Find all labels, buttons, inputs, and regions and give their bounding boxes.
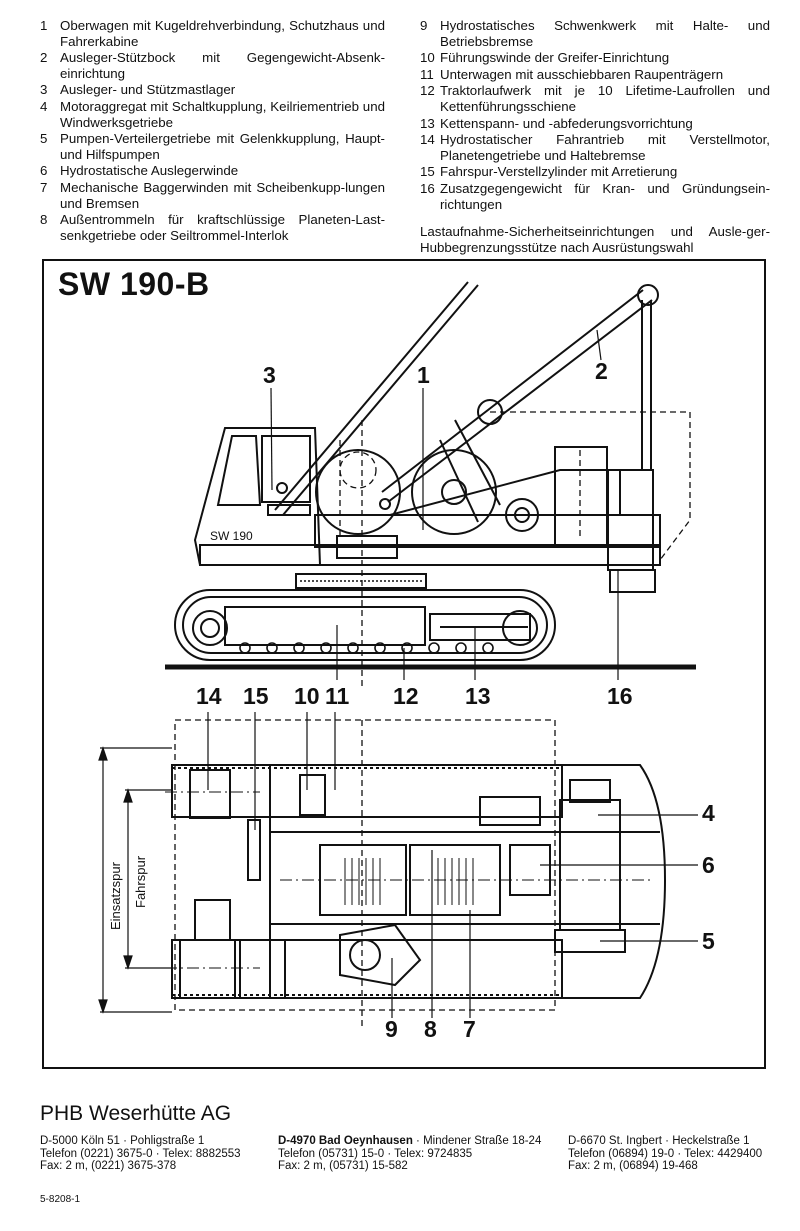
legend-item: 13 Kettenspann- und -abfederungsvorrichtu… xyxy=(420,116,770,132)
legend-item: 11 Unterwagen mit ausschiebbaren Raupentr… xyxy=(420,67,770,83)
legend-number: 9 xyxy=(420,18,428,33)
model-title: SW 190-B xyxy=(58,266,210,302)
boom xyxy=(274,281,659,523)
legend-item: 6 Hydrostatische Auslegerwinde xyxy=(40,163,385,179)
legend-text: Hydrostatische Auslegerwinde xyxy=(60,163,239,179)
label-12: 12 xyxy=(393,683,419,709)
legend-item: 15 Fahrspur-Verstellzylinder mit Arretier… xyxy=(420,164,770,180)
legend-number: 16 xyxy=(420,180,435,196)
label-4: 4 xyxy=(702,800,715,826)
label-15: 15 xyxy=(243,683,269,709)
legend-text: Mechanische Baggerwinden mit Scheibenkup… xyxy=(60,179,385,211)
label-13: 13 xyxy=(465,683,491,709)
legend-text: Traktorlaufwerk mit je 10 Lifetime-Laufr… xyxy=(440,83,770,114)
legend-number: 7 xyxy=(40,179,48,195)
legend-text: Zusatzgegengewicht für Kran- und Gründun… xyxy=(440,180,770,212)
legend-text: Außentrommeln für kraftschlüssige Planet… xyxy=(60,212,385,243)
legend-number: 5 xyxy=(40,131,48,147)
legend-text: Ausleger-Stützbock mit Gegengewicht-Abse… xyxy=(60,50,385,81)
legend-text: Hydrostatisches Schwenkwerk mit Halte- u… xyxy=(440,18,770,49)
label-14: 14 xyxy=(196,683,222,709)
top-view-machine xyxy=(171,764,667,999)
legend-number: 2 xyxy=(40,50,48,66)
legend-item: 4 Motoraggregat mit Schaltkupplung, Keilr… xyxy=(40,99,385,130)
cab-label: SW 190 xyxy=(210,529,253,543)
legend-text: Motoraggregat mit Schaltkupplung, Keilri… xyxy=(60,98,385,130)
legend-item: 8 Außentrommeln für kraftschlüssige Plane… xyxy=(40,212,385,243)
dashed-positions xyxy=(339,411,691,690)
fahrspur-label: Fahrspur xyxy=(133,855,148,908)
crawler-track xyxy=(174,589,556,661)
address-bad-oeynhausen: D-4970 Bad Oeynhausen · Mindener Straße … xyxy=(278,1135,542,1173)
drawing-frame xyxy=(42,259,766,1069)
legend-number: 8 xyxy=(40,212,48,228)
legend-number: 15 xyxy=(420,164,435,180)
legend-item: 9 Hydrostatisches Schwenkwerk mit Halte- … xyxy=(420,18,770,49)
legend-text: Oberwagen mit Kugeldrehverbindung, Schut… xyxy=(60,18,385,49)
legend-item: 1 Oberwagen mit Kugeldrehverbindung, Schu… xyxy=(40,18,385,49)
legend-item: 2 Ausleger-Stützbock mit Gegengewicht-Abs… xyxy=(40,50,385,81)
label-2: 2 xyxy=(595,358,608,384)
legend-number: 3 xyxy=(40,82,48,98)
document-code: 5-8208-1 xyxy=(40,1194,81,1205)
legend-text: Führungswinde der Greifer-Einrichtung xyxy=(440,50,670,66)
legend-note: Lastaufnahme-Sicherheitseinrichtungen un… xyxy=(420,224,770,255)
label-10: 10 xyxy=(294,683,320,709)
legend-text: Kettenspann- und -abfederungsvorrichtung xyxy=(440,115,693,131)
legend-left: 1 Oberwagen mit Kugeldrehverbindung, Schu… xyxy=(40,18,385,244)
company-name: PHB Weserhütte AG xyxy=(40,1102,232,1125)
label-5: 5 xyxy=(702,928,715,954)
legend-number: 12 xyxy=(420,83,435,99)
legend-number: 10 xyxy=(420,50,435,66)
legend-item: 10 Führungswinde der Greifer-Einrichtung xyxy=(420,50,770,66)
legend-item: 3 Ausleger- und Stützmastlager xyxy=(40,82,385,98)
legend-text: Pumpen-Verteilergetriebe mit Gelenkkuppl… xyxy=(60,131,385,162)
top-view-dashed xyxy=(174,719,556,1030)
track-rollers xyxy=(239,642,494,654)
legend-number: 14 xyxy=(420,132,435,148)
label-3: 3 xyxy=(263,362,276,388)
legend-right: 9 Hydrostatisches Schwenkwerk mit Halte- … xyxy=(420,18,770,255)
legend-item: 5 Pumpen-Verteilergetriebe mit Gelenkkupp… xyxy=(40,131,385,162)
legend-number: 1 xyxy=(40,18,48,33)
label-7: 7 xyxy=(463,1016,476,1042)
label-9: 9 xyxy=(385,1016,398,1042)
label-8: 8 xyxy=(424,1016,437,1042)
legend-item: 7 Mechanische Baggerwinden mit Scheibenku… xyxy=(40,180,385,211)
legend-number: 13 xyxy=(420,115,435,131)
legend-item: 12 Traktorlaufwerk mit je 10 Lifetime-Lau… xyxy=(420,83,770,114)
legend-text: Unterwagen mit ausschiebbaren Raupenträg… xyxy=(440,66,724,82)
legend-text: Ausleger- und Stützmastlager xyxy=(60,82,236,98)
legend-number: 4 xyxy=(40,98,48,114)
label-16: 16 xyxy=(607,683,633,709)
legend-item: 16 Zusatzgegengewicht für Kran- und Gründ… xyxy=(420,181,770,212)
legend-text: Hydrostatischer Fahrantrieb mit Verstell… xyxy=(440,132,770,163)
label-6: 6 xyxy=(702,852,715,878)
label-11: 11 xyxy=(325,683,350,709)
label-1: 1 xyxy=(417,362,430,388)
legend-number: 6 xyxy=(40,163,48,179)
legend-number: 11 xyxy=(420,66,434,82)
einsatzspur-label: Einsatzspur xyxy=(108,862,123,930)
legend-text: Fahrspur-Verstellzylinder mit Arretierun… xyxy=(440,164,678,180)
legend-item: 14 Hydrostatischer Fahrantrieb mit Verste… xyxy=(420,132,770,163)
upper-carriage xyxy=(193,427,661,593)
